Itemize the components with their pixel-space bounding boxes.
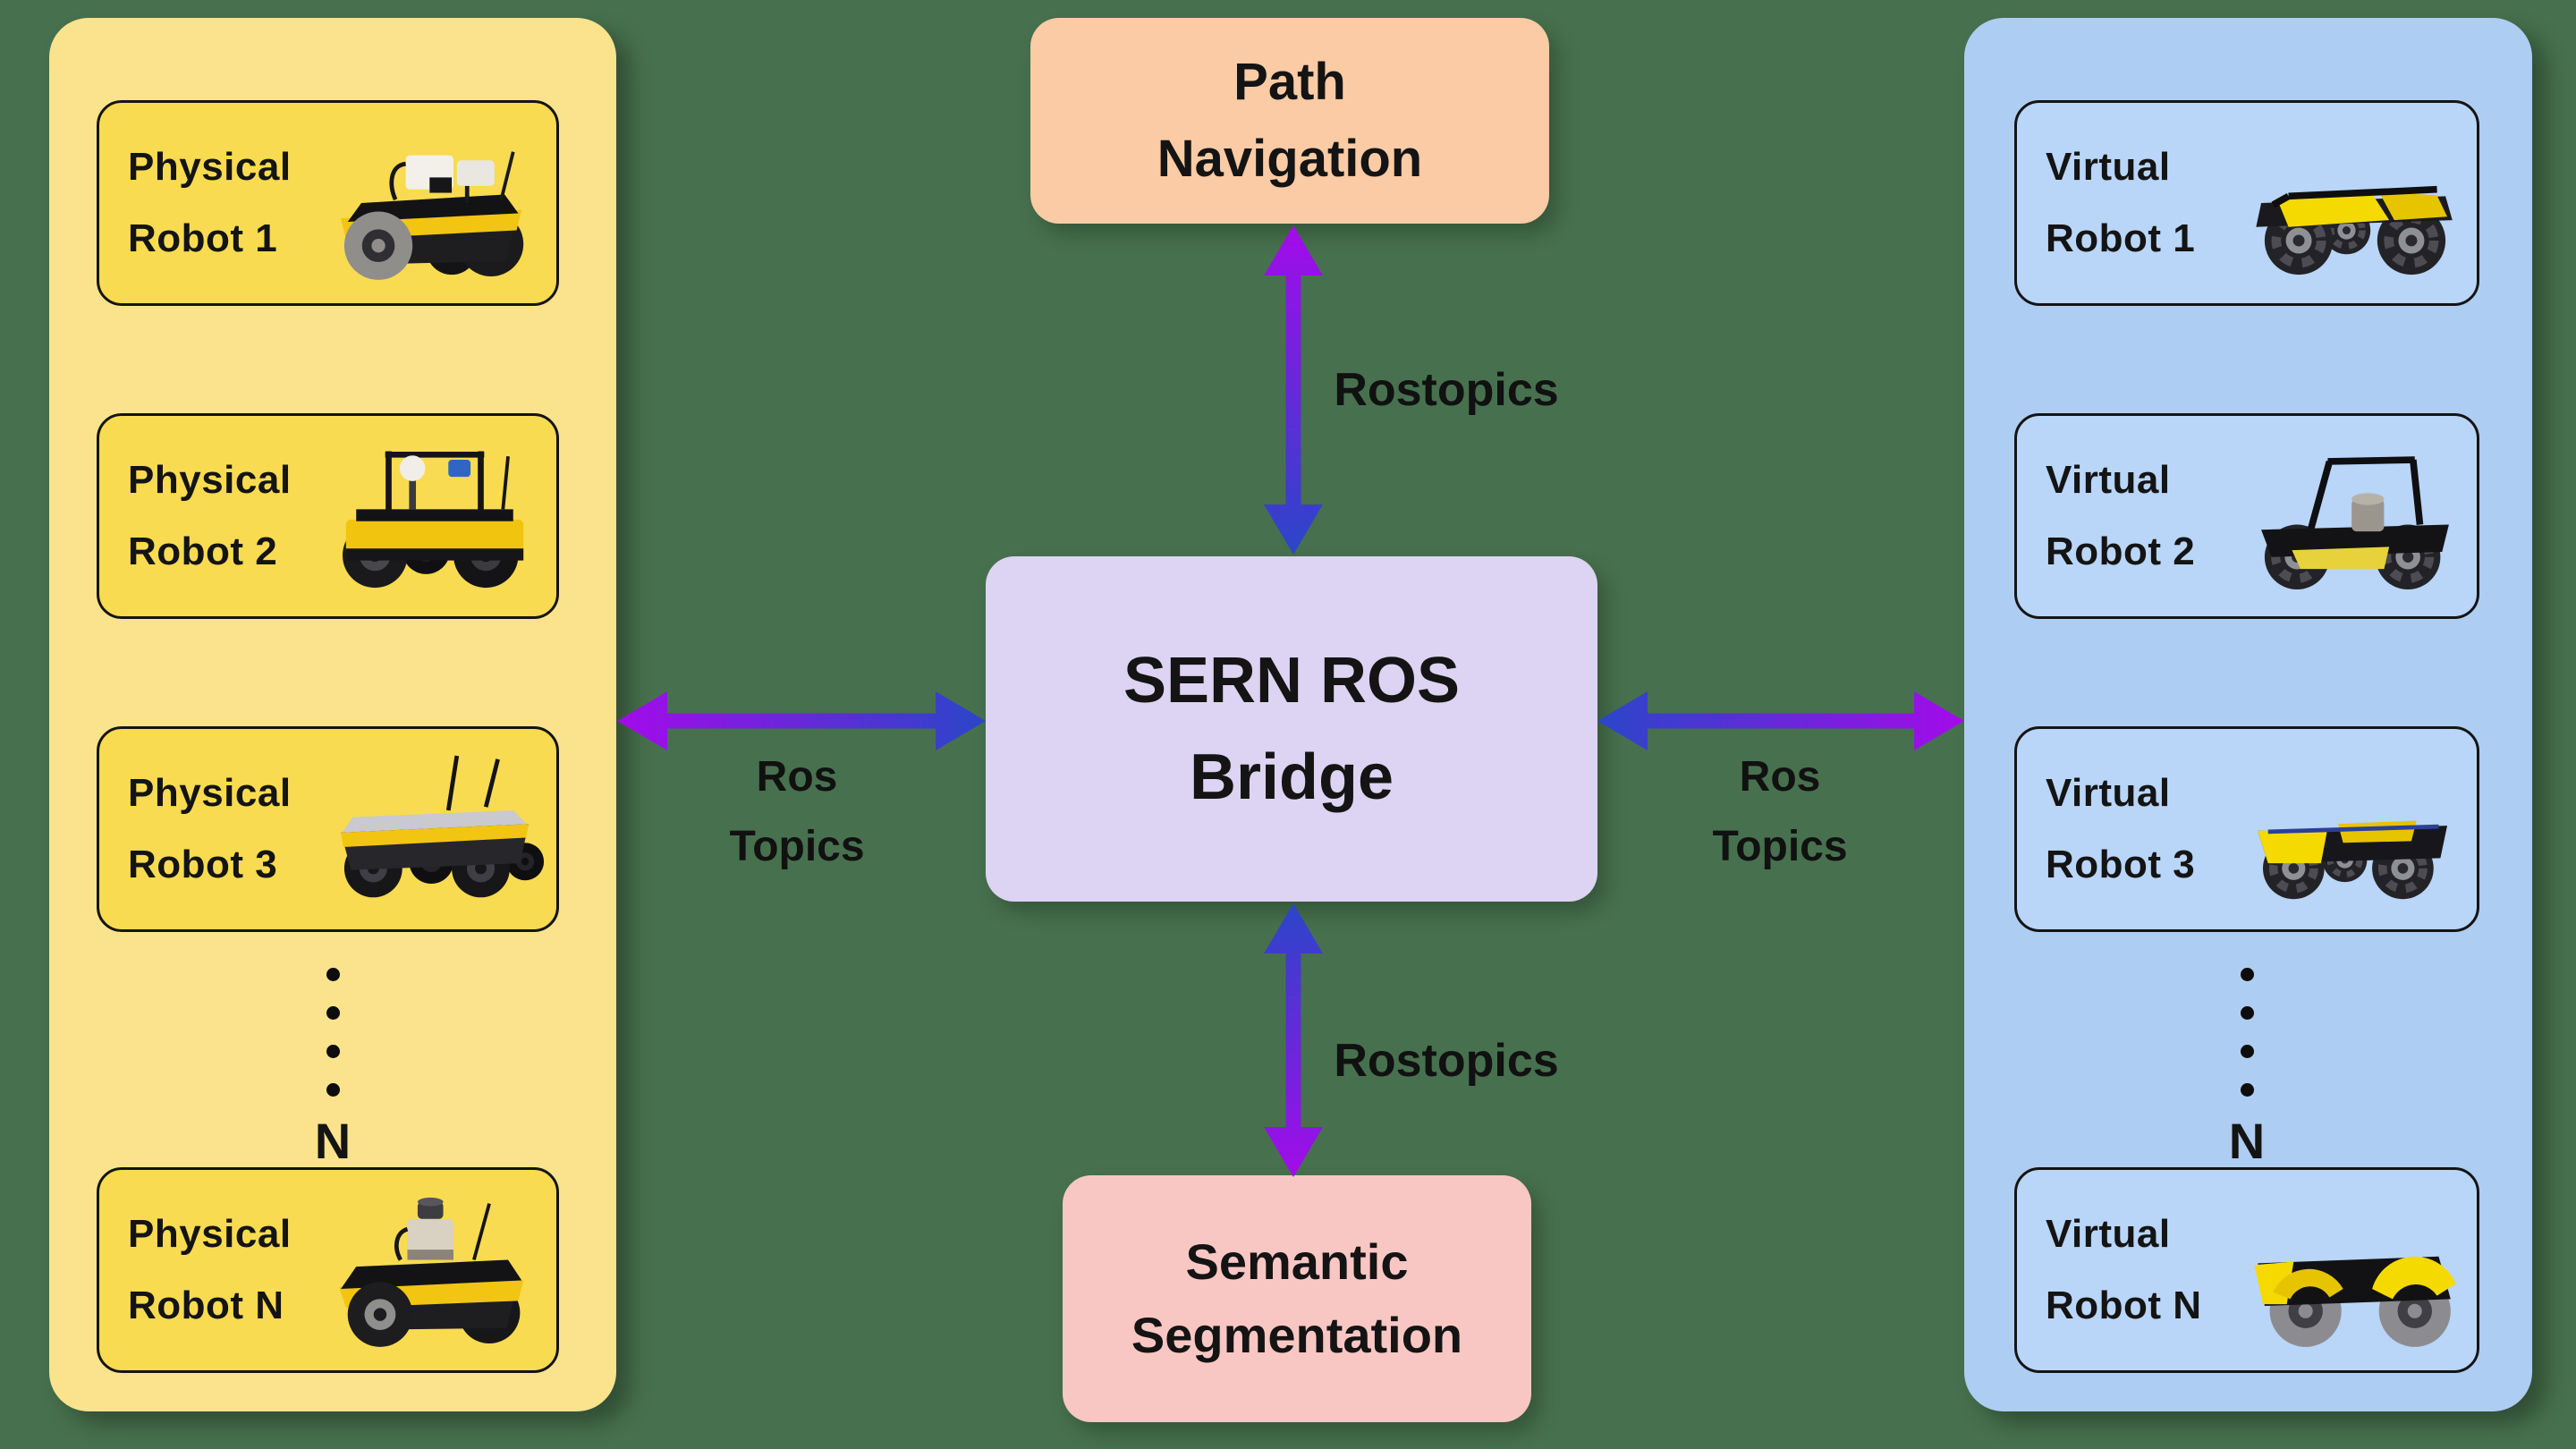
virtual-robot-3-label: Virtual Robot 3 bbox=[2046, 758, 2195, 901]
virtual-robots-ellipsis: N bbox=[2193, 955, 2301, 1168]
ros-topics-left-line1: Ros bbox=[756, 753, 838, 801]
card-label-line2: Robot N bbox=[128, 1284, 284, 1327]
ros-topics-left-line2: Topics bbox=[729, 823, 865, 870]
semantic-segmentation-node: Semantic Segmentation bbox=[1063, 1175, 1531, 1422]
virtual-robot-1-card: Virtual Robot 1 bbox=[2014, 100, 2479, 306]
virtual-robot-3-card: Virtual Robot 3 bbox=[2014, 726, 2479, 932]
ellipsis-dot bbox=[2240, 968, 2254, 981]
ros-topics-right-line1: Ros bbox=[1739, 753, 1821, 801]
virtual-robot-3-image bbox=[2258, 820, 2448, 900]
physical-robot-1-label: Physical Robot 1 bbox=[128, 131, 292, 275]
card-label-line1: Physical bbox=[128, 145, 292, 189]
ellipsis-dot bbox=[326, 1045, 340, 1058]
virtual-robot-1-image bbox=[2256, 185, 2453, 275]
virtual-robots-panel: Virtual Robot 1 Virtual Robot 2 Virtual bbox=[1964, 18, 2532, 1411]
ros-topics-label-right: Ros Topics bbox=[1659, 742, 1901, 882]
physical-robot-2-image bbox=[342, 451, 524, 589]
rostopics-label-top: Rostopics bbox=[1334, 364, 1559, 416]
virtual-robot-n-card: Virtual Robot N bbox=[2014, 1167, 2479, 1373]
card-label-line1: Physical bbox=[128, 458, 292, 502]
ellipsis-n-label: N bbox=[314, 1113, 352, 1169]
physical-robots-panel: Physical Robot 1 Physical Robot 2 bbox=[49, 18, 616, 1411]
card-label-line2: Robot 1 bbox=[2046, 216, 2196, 260]
physical-robot-3-label: Physical Robot 3 bbox=[128, 758, 292, 901]
ellipsis-dot bbox=[2240, 1006, 2254, 1020]
virtual-robot-2-card: Virtual Robot 2 bbox=[2014, 413, 2479, 619]
physical-robot-3-card: Physical Robot 3 bbox=[97, 726, 559, 932]
physical-robot-n-label: Physical Robot N bbox=[128, 1199, 292, 1342]
physical-robot-2-card: Physical Robot 2 bbox=[97, 413, 559, 619]
card-label-line2: Robot 1 bbox=[128, 216, 278, 260]
virtual-robot-2-image bbox=[2261, 456, 2449, 590]
physical-robot-1-image bbox=[341, 151, 524, 280]
card-label-line1: Virtual bbox=[2046, 1212, 2171, 1256]
path-navigation-line1: Path bbox=[1233, 53, 1346, 111]
card-label-line1: Physical bbox=[128, 771, 292, 815]
rostopics-label-bottom: Rostopics bbox=[1334, 1035, 1559, 1087]
bridge-line1: SERN ROS bbox=[1123, 645, 1461, 716]
physical-robot-2-label: Physical Robot 2 bbox=[128, 445, 292, 588]
card-label-line1: Virtual bbox=[2046, 458, 2171, 502]
ellipsis-dot bbox=[326, 968, 340, 981]
physical-robot-n-image bbox=[339, 1197, 524, 1347]
path-navigation-node: Path Navigation bbox=[1030, 18, 1549, 224]
semantic-segmentation-line2: Segmentation bbox=[1131, 1307, 1463, 1363]
card-label-line2: Robot 3 bbox=[128, 843, 278, 886]
path-navigation-line2: Navigation bbox=[1157, 130, 1423, 188]
physical-robot-3-image bbox=[341, 755, 545, 898]
physical-robots-ellipsis: N bbox=[279, 955, 386, 1168]
ellipsis-dot bbox=[2240, 1045, 2254, 1058]
ellipsis-dot bbox=[2240, 1083, 2254, 1097]
card-label-line2: Robot N bbox=[2046, 1284, 2202, 1327]
card-label-line1: Virtual bbox=[2046, 771, 2171, 815]
ros-topics-label-left: Ros Topics bbox=[676, 742, 918, 882]
bridge-line2: Bridge bbox=[1189, 741, 1394, 813]
card-label-line1: Virtual bbox=[2046, 145, 2171, 189]
card-label-line1: Physical bbox=[128, 1212, 292, 1256]
virtual-robot-n-label: Virtual Robot N bbox=[2046, 1199, 2202, 1342]
card-label-line2: Robot 2 bbox=[2046, 530, 2196, 573]
virtual-robot-1-label: Virtual Robot 1 bbox=[2046, 131, 2195, 275]
physical-robot-n-card: Physical Robot N bbox=[97, 1167, 559, 1373]
ellipsis-n-label: N bbox=[2228, 1113, 2266, 1169]
semantic-segmentation-line1: Semantic bbox=[1185, 1233, 1409, 1290]
virtual-robot-2-label: Virtual Robot 2 bbox=[2046, 445, 2195, 588]
sern-ros-bridge-node: SERN ROS Bridge bbox=[986, 556, 1597, 902]
ros-topics-right-line2: Topics bbox=[1712, 823, 1848, 870]
ellipsis-dot bbox=[326, 1006, 340, 1020]
card-label-line2: Robot 3 bbox=[2046, 843, 2196, 886]
virtual-robot-n-image bbox=[2254, 1256, 2456, 1347]
physical-robot-1-card: Physical Robot 1 bbox=[97, 100, 559, 306]
ellipsis-dot bbox=[326, 1083, 340, 1097]
card-label-line2: Robot 2 bbox=[128, 530, 278, 573]
